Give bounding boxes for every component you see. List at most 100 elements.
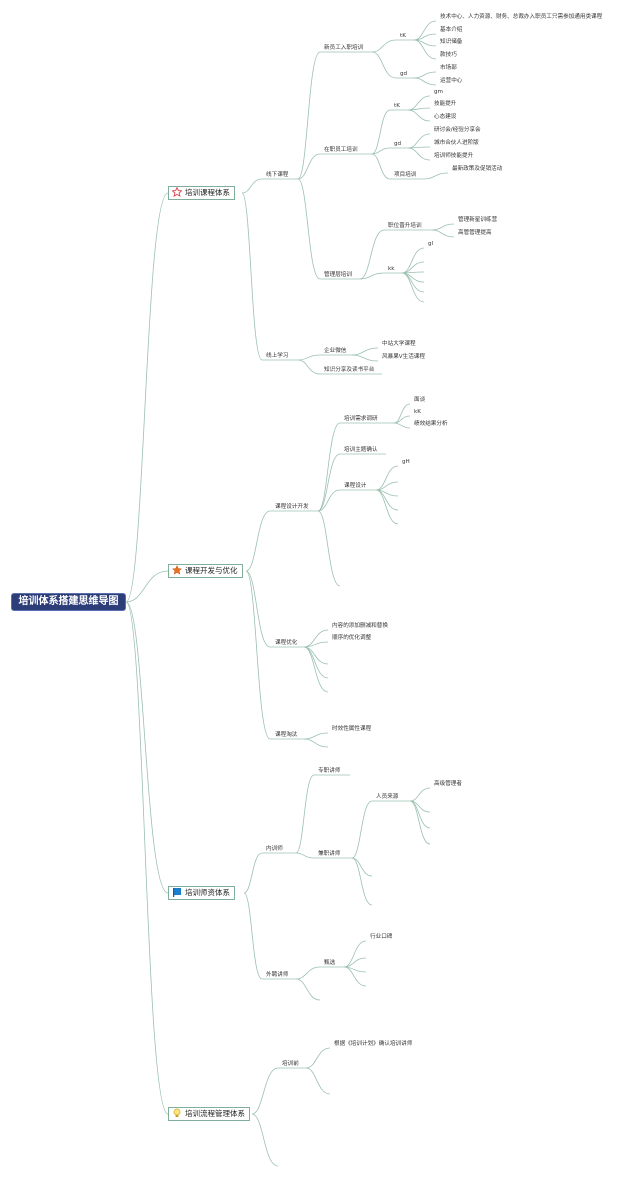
branch-label: 课程开发与优化 [185, 566, 238, 575]
connector-line [413, 39, 437, 60]
node-internal-trainer[interactable]: 内训师 [266, 846, 283, 852]
leaf-skill-improvement[interactable]: 技能提升 [434, 101, 457, 107]
node-project-training[interactable]: 项目培训 [394, 172, 417, 178]
leaf-senior-managers[interactable]: 高级管理者 [434, 781, 462, 787]
connector-line [431, 229, 455, 238]
leaf-order-adjust[interactable]: 顺序的优化调整 [332, 635, 372, 641]
connector-line [371, 51, 397, 79]
connector-line [393, 422, 411, 429]
leaf-marketing-dept[interactable]: 市场部 [440, 65, 457, 71]
node-new-hire-training[interactable]: 新员工入职培训 [324, 45, 364, 51]
connector-line [407, 147, 431, 161]
node-online-learning[interactable]: 线上学习 [266, 353, 289, 359]
connector-line [243, 892, 263, 980]
connector-line [343, 966, 367, 987]
node-pre-training[interactable]: 培训前 [282, 1061, 299, 1067]
connector-line [393, 403, 411, 424]
leaf-industry-reputation[interactable]: 行业口碑 [370, 934, 393, 940]
connector-line [423, 172, 449, 180]
leaf-vlife-courses[interactable]: 风暴果V生活课程 [382, 354, 425, 360]
leaf-gh[interactable]: gH [402, 459, 410, 465]
leaf-management-camp[interactable]: 管理新星训练营 [458, 217, 498, 223]
branch-node-trainer-system[interactable]: 培训师资体系 [168, 886, 235, 900]
connector-line [351, 857, 373, 906]
node-offline-courses[interactable]: 线下课程 [266, 172, 289, 178]
node-wecom[interactable]: 企业微信 [324, 348, 347, 354]
root-link-trainer [125, 601, 169, 894]
node-parttime-trainer[interactable]: 兼职讲师 [318, 851, 341, 857]
connector-line [359, 229, 385, 280]
connector-line [295, 966, 321, 980]
node-course-retire[interactable]: 课程淘汰 [275, 732, 298, 738]
connector-line [317, 510, 341, 587]
leaf-knowledge-reserve[interactable]: 知识储备 [440, 39, 463, 45]
connector-line [351, 800, 373, 859]
leaf-gl[interactable]: gl [428, 241, 434, 247]
connector-line [409, 787, 431, 802]
leaf-trainer-skill[interactable]: 培训师技能提升 [434, 153, 474, 159]
leaf-general-courses-note[interactable]: 技术中心、人力资源、财务、总裁办入职员工只需参加通用类课程 [440, 14, 603, 20]
node-course-design-dev[interactable]: 课程设计开发 [275, 504, 309, 510]
node-gd[interactable]: gd [400, 71, 408, 77]
connector-line [295, 774, 315, 854]
leaf-timeliness-course[interactable]: 时效性属性课程 [332, 726, 372, 732]
connector-line [303, 732, 329, 740]
node-topic-confirm[interactable]: 培训主题确认 [344, 447, 378, 453]
node-course-design[interactable]: 课程设计 [344, 483, 367, 489]
connector-line [371, 109, 391, 155]
branch-label: 培训课程体系 [185, 188, 230, 197]
connector-line [371, 153, 391, 180]
node-knowledge-platform[interactable]: 知识分享及读书平台 [324, 367, 375, 373]
branch-node-process-mgmt[interactable]: 培训流程管理体系 [168, 1107, 250, 1121]
leaf-performance-analysis[interactable]: 绩效结果分析 [414, 421, 448, 427]
connector-line [371, 39, 397, 53]
connector-line [407, 109, 431, 122]
branch-node-training-curriculum[interactable]: 培训课程体系 [168, 186, 235, 200]
leaf-skills[interactable]: 款技巧 [440, 52, 457, 58]
leaf-operations-center[interactable]: 运营中心 [440, 78, 463, 84]
connector-line [359, 272, 385, 280]
node-personnel-source[interactable]: 人员来源 [376, 794, 399, 800]
leaf-basic-intro[interactable]: 基本介绍 [440, 27, 463, 33]
leaf-zhongzhan-university[interactable]: 中站大学课程 [382, 341, 416, 347]
root-link-curriculum [125, 192, 169, 603]
connector-line [413, 20, 437, 41]
leaf-confirm-trainer[interactable]: 根据《培训计划》确认培训讲师 [334, 1041, 413, 1047]
branch-label: 培训流程管理体系 [185, 1109, 245, 1118]
flag-icon [172, 887, 182, 897]
leaf-partner-advanced[interactable]: 城市合伙人进阶版 [434, 140, 479, 146]
branch-node-course-dev[interactable]: 课程开发与优化 [168, 564, 243, 578]
node-external-trainer[interactable]: 外聘讲师 [266, 972, 289, 978]
leaf-mindset[interactable]: 心态建设 [434, 114, 457, 120]
leaf-latest-policy[interactable]: 最新政策及促销活动 [452, 166, 503, 172]
connector-line [431, 223, 455, 231]
leaf-content-edit[interactable]: 内容的添加删减和替换 [332, 623, 388, 629]
node-fulltime-trainer[interactable]: 专职讲师 [318, 768, 341, 774]
node-tk-2[interactable]: tK [394, 103, 400, 109]
node-gd-2[interactable]: gd [394, 141, 402, 147]
leaf-seminar[interactable]: 研讨会/经验分享会 [434, 127, 481, 133]
node-management-training[interactable]: 管理层培训 [324, 272, 352, 278]
node-onjob-training[interactable]: 在职员工培训 [324, 147, 358, 153]
node-tk[interactable]: tK [400, 33, 406, 39]
leaf-interview[interactable]: 面谈 [414, 397, 426, 403]
leaf-kk[interactable]: kK [414, 409, 421, 415]
connector-line [351, 347, 379, 356]
node-kk[interactable]: kk [388, 266, 395, 272]
node-course-optimize[interactable]: 课程优化 [275, 640, 298, 646]
lightbulb-icon [172, 1108, 182, 1118]
node-needs-survey[interactable]: 培训需求调研 [344, 416, 378, 422]
leaf-exec-management[interactable]: 高管管理提高 [458, 230, 492, 236]
connector-line [413, 77, 437, 86]
connector-line [303, 646, 329, 693]
connector-line [371, 147, 391, 155]
leaf-gm[interactable]: gm [434, 89, 443, 95]
connector-line [317, 489, 341, 512]
node-selection[interactable]: 甄选 [324, 960, 336, 966]
connector-line [243, 852, 263, 894]
root-node[interactable]: 培训体系搭建思维导图 [11, 593, 126, 611]
node-promotion-training[interactable]: 职位晋升培训 [388, 223, 422, 229]
connector-line [251, 1113, 279, 1167]
connector-line [317, 453, 341, 512]
